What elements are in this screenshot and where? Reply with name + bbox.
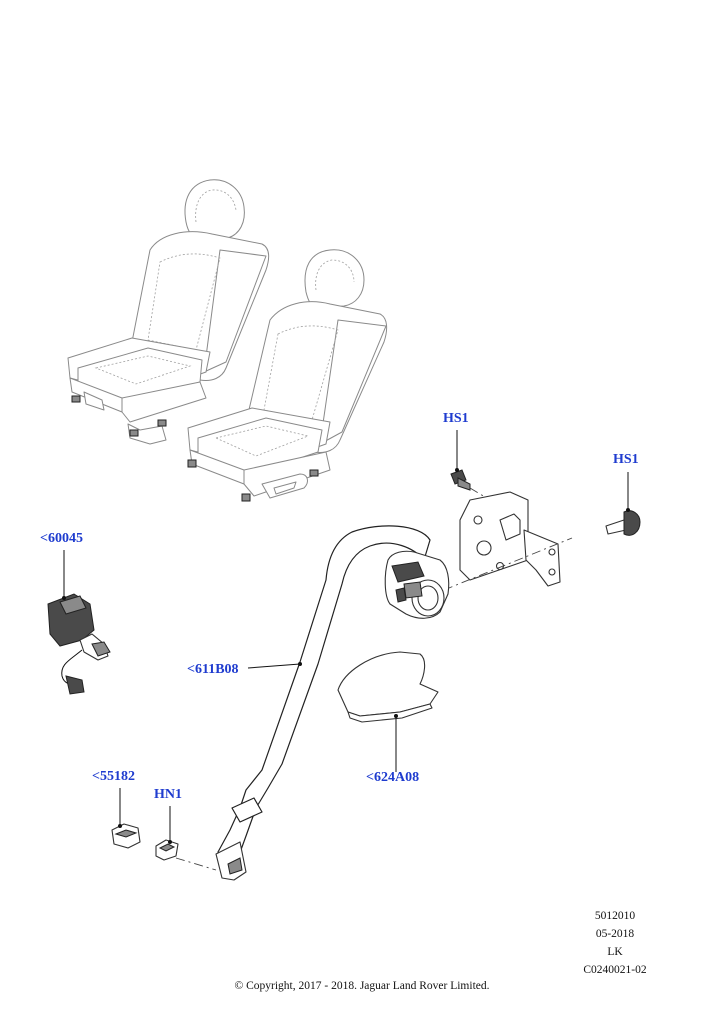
seat-right-illustration xyxy=(187,249,388,502)
callout-hn1[interactable]: HN1 xyxy=(154,787,182,802)
diagram-code: 5012010 xyxy=(594,910,636,922)
bolt-hs1-right-illustration xyxy=(605,472,641,536)
callout-buckle-60045[interactable]: <60045 xyxy=(40,531,83,546)
mounting-bracket-illustration xyxy=(443,491,573,591)
callout-hs1-right[interactable]: HS1 xyxy=(613,452,639,467)
illustration-id: C0240021-02 xyxy=(583,964,647,976)
diagram-region: LK xyxy=(607,946,623,958)
cover-illustration xyxy=(337,651,439,772)
seatbelt-strap-illustration xyxy=(175,525,431,881)
callout-cover-624a08[interactable]: <624A08 xyxy=(366,770,420,785)
retractor-illustration xyxy=(384,550,450,619)
copyright-notice: © Copyright, 2017 - 2018. Jaguar Land Ro… xyxy=(234,980,490,992)
belt-leader xyxy=(247,662,302,669)
diagram-date: 05-2018 xyxy=(595,928,635,940)
callout-nut-55182[interactable]: <55182 xyxy=(92,769,135,784)
nut-hn1-illustration xyxy=(155,806,179,861)
bolt-hs1-top-illustration xyxy=(450,430,491,501)
nut-55182-illustration xyxy=(111,788,141,849)
callout-belt-611b08[interactable]: <611B08 xyxy=(187,662,239,677)
callout-hs1-top[interactable]: HS1 xyxy=(443,411,469,426)
buckle-illustration xyxy=(47,550,111,695)
seat-left-illustration xyxy=(67,179,270,445)
